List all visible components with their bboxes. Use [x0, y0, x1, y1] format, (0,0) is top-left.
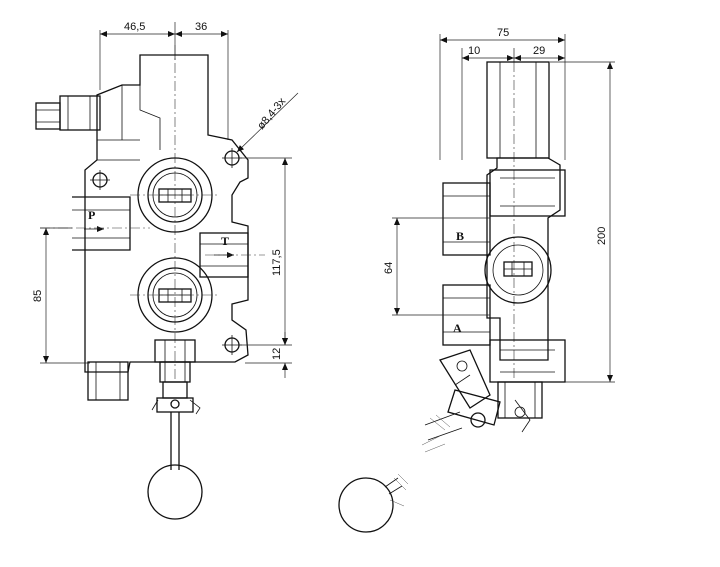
dim-overall-width: 75	[497, 27, 509, 39]
port-label-a: A	[453, 321, 462, 335]
side-port-spacing-dimension: 64	[383, 217, 490, 316]
side-valve-body	[486, 157, 566, 383]
side-top-dimensions: 75 10 29	[439, 27, 566, 160]
dim-overall-height: 200	[596, 227, 608, 245]
dim-work-port-spacing: 64	[383, 262, 395, 274]
side-height-dimension: 200	[550, 61, 615, 383]
dim-port-spacing: 117,5	[271, 249, 283, 276]
dim-mounting-hole-diameter: ø8,4-3x	[255, 95, 288, 132]
dim-left-height: 85	[32, 290, 44, 302]
port-label-t: T	[221, 234, 229, 248]
front-top-dimensions: 46,5 36	[99, 21, 229, 140]
dim-bottom-offset: 12	[271, 348, 283, 360]
side-lever-knob	[338, 473, 409, 533]
side-view: 75 10 29 B	[338, 27, 615, 533]
front-bottom-fitting	[87, 361, 129, 401]
dim-top-left-width: 46,5	[124, 21, 145, 33]
front-valve-body	[84, 54, 249, 373]
front-left-dimension: 85	[32, 227, 90, 364]
side-upper-housing	[486, 61, 550, 159]
dim-offset-left: 10	[468, 45, 480, 57]
front-pressure-inlet: P	[72, 196, 131, 251]
front-view: 46,5 36	[32, 21, 299, 520]
side-port-b: B	[442, 182, 491, 256]
front-right-dimensions: 117,5 12	[240, 157, 292, 378]
port-label-b: B	[456, 229, 464, 243]
dim-offset-right: 29	[533, 45, 545, 57]
dim-top-right-width: 36	[195, 21, 207, 33]
port-label-p: P	[88, 208, 95, 222]
front-mounting-holes	[90, 148, 242, 355]
front-lever-knob	[147, 464, 203, 520]
front-lever-mechanism	[147, 339, 203, 520]
side-lever-mechanism	[421, 349, 543, 453]
side-spool-end	[484, 236, 552, 304]
front-side-fitting	[35, 95, 101, 131]
